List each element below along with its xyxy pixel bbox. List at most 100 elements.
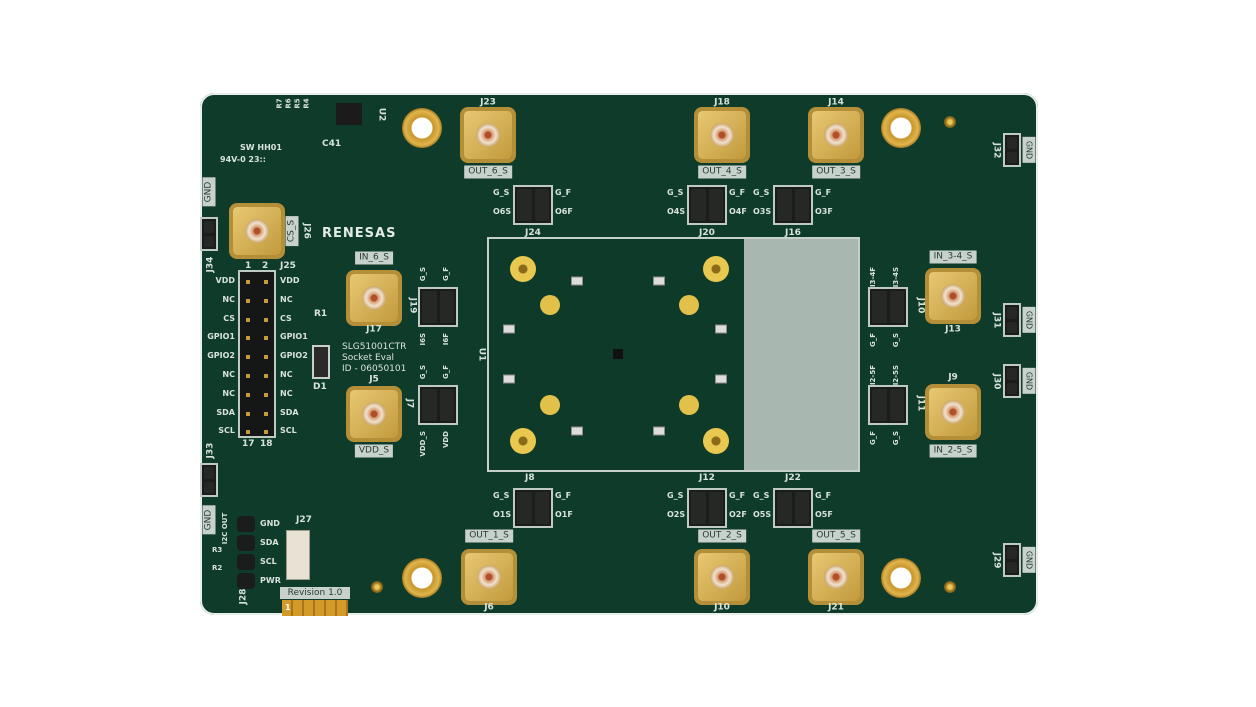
header-ref: J33 <box>205 442 216 459</box>
jumper-j8[interactable] <box>513 488 553 528</box>
header-pin <box>264 374 268 378</box>
header-pin[interactable] <box>237 535 255 551</box>
smd-part <box>503 324 515 334</box>
pin-label: SDA <box>260 538 279 547</box>
jumper-j7[interactable] <box>418 385 458 425</box>
product-line-2: Socket Eval <box>342 353 395 363</box>
gnd-label: GND <box>1022 367 1036 395</box>
header-pin <box>204 221 214 233</box>
jumper-j19[interactable] <box>418 287 458 327</box>
connector-j27[interactable] <box>286 530 310 580</box>
smd-part <box>503 374 515 384</box>
jumper-cap[interactable] <box>691 492 706 524</box>
connector-label: IN_3-4_S <box>929 250 977 264</box>
jumper-cap[interactable] <box>872 291 887 323</box>
pin-label: GPIO2 <box>207 351 235 361</box>
sma-connector-j17[interactable] <box>350 274 398 322</box>
gnd-header-j32[interactable] <box>1003 133 1021 167</box>
revision-label: Revision 1.0 <box>280 587 350 599</box>
gnd-header-j30[interactable] <box>1003 364 1021 398</box>
smd-part <box>715 324 727 334</box>
mounting-hole-icon <box>881 108 921 148</box>
socket-pad <box>510 428 536 454</box>
header-pin <box>264 280 268 284</box>
jumper-cap[interactable] <box>889 389 904 421</box>
pin-label: G_S <box>419 365 427 380</box>
jumper-cap[interactable] <box>439 291 454 323</box>
sma-connector-j18[interactable] <box>698 111 746 159</box>
jumper-cap[interactable] <box>534 189 549 221</box>
pin-label: GPIO1 <box>207 332 235 342</box>
sma-connector-j10[interactable] <box>698 553 746 601</box>
header-pin[interactable] <box>237 573 255 589</box>
header-pin <box>246 280 250 284</box>
jumper-j11[interactable] <box>868 385 908 425</box>
jumper-cap[interactable] <box>439 389 454 421</box>
connector-ref: J5 <box>369 374 379 385</box>
header-pin[interactable] <box>237 554 255 570</box>
jumper-j16[interactable] <box>773 185 813 225</box>
header-ref: J28 <box>238 588 249 605</box>
jumper-cap[interactable] <box>422 389 437 421</box>
connector-label: OUT_6_S <box>464 165 512 179</box>
pin-label: G_S <box>493 491 510 500</box>
header-ref: J25 <box>280 261 296 271</box>
pin-label: O5F <box>815 510 833 519</box>
jumper-j12[interactable] <box>687 488 727 528</box>
connector-label: IN_2-5_S <box>929 444 977 458</box>
sma-connector-j21[interactable] <box>812 553 860 601</box>
sma-connector-j14[interactable] <box>812 111 860 159</box>
jumper-cap[interactable] <box>422 291 437 323</box>
sma-connector-j9[interactable] <box>929 388 977 436</box>
jumper-cap[interactable] <box>534 492 549 524</box>
pin-label: G_S <box>667 188 684 197</box>
smd-part <box>571 426 583 436</box>
pin-label: G_S <box>892 333 900 348</box>
socket-lid-area <box>744 239 858 470</box>
jumper-j10[interactable] <box>868 287 908 327</box>
jumper-cap[interactable] <box>794 492 809 524</box>
pin-label: VDD_S <box>419 431 427 457</box>
pin-label: SDA <box>280 407 299 417</box>
jumper-j20[interactable] <box>687 185 727 225</box>
gnd-label: GND <box>1022 546 1036 574</box>
jumper-cap[interactable] <box>517 492 532 524</box>
smd-part <box>653 276 665 286</box>
gnd-header-j31[interactable] <box>1003 303 1021 337</box>
gnd-header-j29[interactable] <box>1003 543 1021 577</box>
socket-pad <box>703 256 729 282</box>
socket-pad <box>540 395 560 415</box>
jumper-j24[interactable] <box>513 185 553 225</box>
sma-connector-j26[interactable] <box>233 207 281 255</box>
header-pin[interactable] <box>237 516 255 532</box>
pin-label: G_F <box>442 365 450 380</box>
pin-label: O4S <box>667 207 686 216</box>
header-pin <box>204 235 214 247</box>
pin-label: G_F <box>869 333 877 348</box>
header-pin <box>264 317 268 322</box>
sma-connector-j6[interactable] <box>465 553 513 601</box>
jumper-cap[interactable] <box>708 189 723 221</box>
jumper-cap[interactable] <box>872 389 887 421</box>
jumper-cap[interactable] <box>517 189 532 221</box>
gnd-header-j33[interactable] <box>200 463 218 497</box>
product-line-1: SLG51001CTR <box>342 342 407 352</box>
sma-connector-j5[interactable] <box>350 390 398 438</box>
jumper-cap[interactable] <box>777 492 792 524</box>
header-j25 <box>238 270 276 438</box>
pin-number: 2 <box>262 261 269 271</box>
sma-connector-j13[interactable] <box>929 272 977 320</box>
jumper-cap[interactable] <box>889 291 904 323</box>
renesas-logo: RENESAS <box>322 226 397 241</box>
pin-label: NC <box>280 294 293 304</box>
jumper-cap[interactable] <box>708 492 723 524</box>
header-ref: J32 <box>991 142 1002 159</box>
jumper-j22[interactable] <box>773 488 813 528</box>
sma-connector-j23[interactable] <box>464 111 512 159</box>
jumper-cap[interactable] <box>794 189 809 221</box>
pin-label: I2-5S <box>892 365 900 386</box>
jumper-cap[interactable] <box>691 189 706 221</box>
jumper-cap[interactable] <box>777 189 792 221</box>
edge-pin1-label: 1 <box>285 603 291 612</box>
gnd-header-j34[interactable] <box>200 217 218 251</box>
